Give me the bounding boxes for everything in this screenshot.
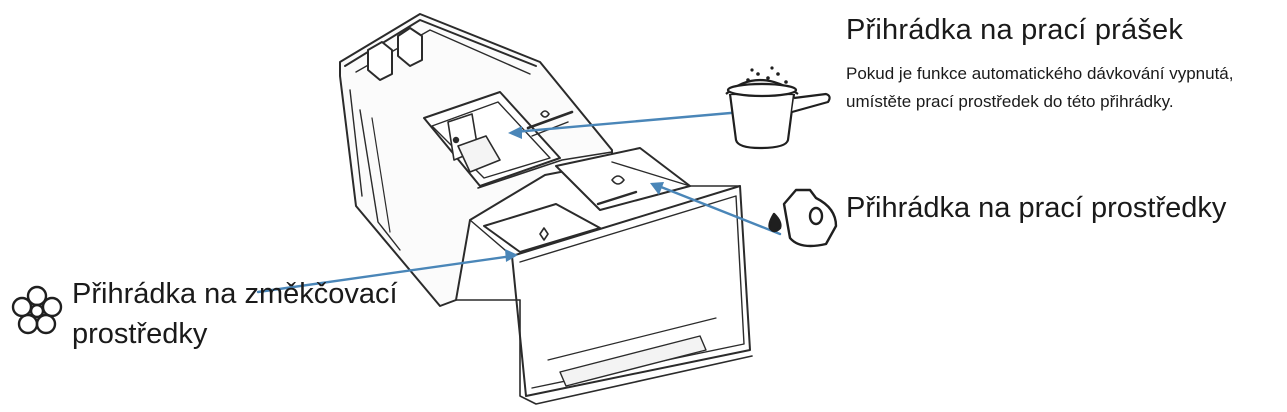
powder-compartment-title: Přihrádka na prací prášek (846, 14, 1184, 46)
dispenser-drawer-illustration (339, 13, 753, 405)
powder-compartment-description: Pokud je funkce automatického dávkování … (846, 64, 1234, 111)
pointer-lines (256, 110, 782, 294)
flower-icon (11, 285, 63, 335)
detergent-pointer-arrowhead (650, 182, 664, 195)
softener-pointer-arrowhead (505, 249, 518, 262)
softener-compartment-title: Přihrádka na změkčovací prostředky (72, 278, 398, 350)
softener-pointer-line (256, 254, 514, 294)
detergent-compartment-title: Přihrádka na prací prostředky (846, 192, 1227, 224)
detergent-bottle-icon (768, 188, 838, 248)
powder-scoop-icon (725, 66, 831, 150)
detergent-pointer-line (654, 183, 782, 236)
powder-pointer-arrowhead (508, 126, 522, 139)
powder-pointer-line (512, 110, 744, 134)
